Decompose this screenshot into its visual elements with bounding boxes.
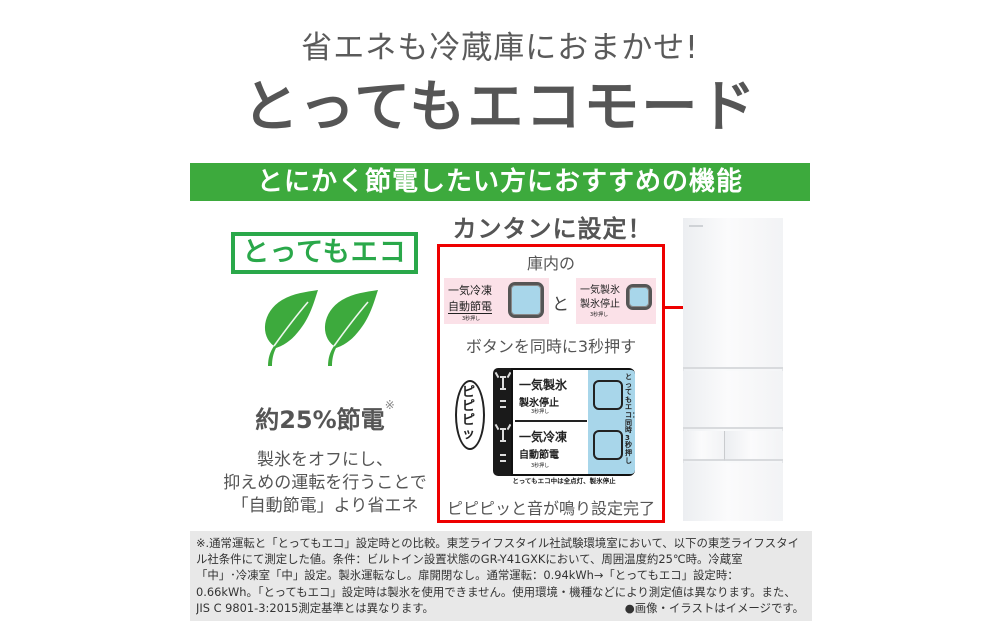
feature-banner: とにかく節電したい方におすすめの機能 xyxy=(190,163,810,201)
button-label: 一気冷凍 xyxy=(448,284,492,297)
diagram-label: 自動節電 xyxy=(519,450,559,461)
subtitle: 省エネも冷蔵庫におまかせ! xyxy=(301,30,699,66)
footnote-line: ル社条件にて測定した値。条件：ビルトイン設置状態のGR-Y41GXKにおいて、周… xyxy=(196,552,743,567)
saving-headline: 約25%節電※ xyxy=(200,398,450,435)
beep-text: ピピピッ xyxy=(462,385,476,442)
footnote-line: 「中」･冷凍室「中」設定。製氷運転なし。扉開閉なし。通常運転：0.94kWh→「… xyxy=(196,568,739,583)
footnote-box: ※.通常運転と「とってもエコ」設定時との比較。東芝ライフスタイル社試験環境室にお… xyxy=(190,531,812,621)
indicator-light-icon xyxy=(494,371,512,462)
refrigerator-drawer xyxy=(683,371,783,429)
diagram-label: 一気製氷 xyxy=(519,378,568,392)
refrigerator-drawer xyxy=(725,431,783,461)
button-sublabel: 3秒押し xyxy=(462,316,481,322)
brand-logo xyxy=(689,225,703,227)
description-line: 製氷をオフにし、 xyxy=(257,450,393,470)
diagram-label: 一気冷凍 xyxy=(519,430,568,444)
setup-title: カンタンに設定！ xyxy=(452,215,653,243)
refrigerator-drawer xyxy=(683,431,725,461)
refrigerator-image xyxy=(683,218,783,521)
conjunction: と xyxy=(552,295,569,315)
refrigerator-drawer xyxy=(683,463,783,521)
indicator-strip xyxy=(493,368,513,476)
description-line: 抑えめの運転を行うことで xyxy=(223,473,427,493)
diagram-label: 製氷停止 xyxy=(519,398,559,409)
inside-label: 庫内の xyxy=(526,254,575,273)
diagram-vertical-label: とってもエコ：同時3秒押し xyxy=(625,373,639,465)
diagram-sublabel: 3秒押し xyxy=(531,409,550,415)
leaf-icon-right xyxy=(324,290,378,366)
page-title: とってもエコモード xyxy=(242,75,758,140)
diagram-sublabel: 3秒押し xyxy=(531,463,550,469)
button-label: 製氷停止 xyxy=(580,299,620,310)
beep-bubble xyxy=(455,380,485,450)
footnote-mark: ※ xyxy=(384,398,395,412)
diagram-caption: とってもエコ中は全点灯、製氷停止 xyxy=(512,477,616,485)
control-panel-diagram: ピピピッ 一気製氷 製氷停止 3秒押し 一気冷凍 自動節電 3秒押し とってもエ… xyxy=(453,368,639,485)
image-disclaimer: ●画像・イラストはイメージです。 xyxy=(624,601,804,615)
refrigerator-door xyxy=(683,218,783,369)
footnote-line: 0.66kWh。「とってもエコ」設定時は製氷を使用できません。使用環境・機種など… xyxy=(196,584,796,599)
leaf-icon xyxy=(264,290,378,366)
setup-highlight-box xyxy=(437,244,665,523)
button-sublabel: 3秒押し xyxy=(590,312,609,318)
footnote-line: ※.通常運転と「とってもエコ」設定時との比較。東芝ライフスタイル社試験環境室にお… xyxy=(196,536,799,550)
instruction-text: ボタンを同時に3秒押す xyxy=(465,337,637,356)
quick-freeze-button-panel: 一気冷凍 自動節電 3秒押し xyxy=(444,278,549,324)
button-label: 自動節電 xyxy=(448,300,492,314)
quick-ice-button-panel: 一気製氷 製氷停止 3秒押し xyxy=(576,278,656,324)
quick-ice-button xyxy=(626,284,652,310)
quick-freeze-button xyxy=(508,282,544,318)
completion-text: ピピピッと音が鳴り設定完了 xyxy=(446,499,655,518)
description-line: 「自動節電」より省エネ xyxy=(231,496,419,516)
diagram-panel: 一気製氷 製氷停止 3秒押し 一気冷凍 自動節電 3秒押し とってもエコ：同時3… xyxy=(511,368,639,476)
footnote-line: JIS C 9801-3:2015測定基準とは異なります。 xyxy=(196,600,434,615)
diagram-divider xyxy=(515,420,587,422)
eco-badge: とってもエコ xyxy=(231,232,418,274)
diagram-button-ice xyxy=(593,380,623,410)
button-label: 一気製氷 xyxy=(580,285,620,296)
feature-description: 製氷をオフにし、 抑えめの運転を行うことで 「自動節電」より省エネ xyxy=(200,449,450,518)
saving-text: 約25%節電 xyxy=(255,406,385,434)
leaf-icon-left xyxy=(264,290,318,366)
diagram-button-freeze xyxy=(593,430,623,460)
